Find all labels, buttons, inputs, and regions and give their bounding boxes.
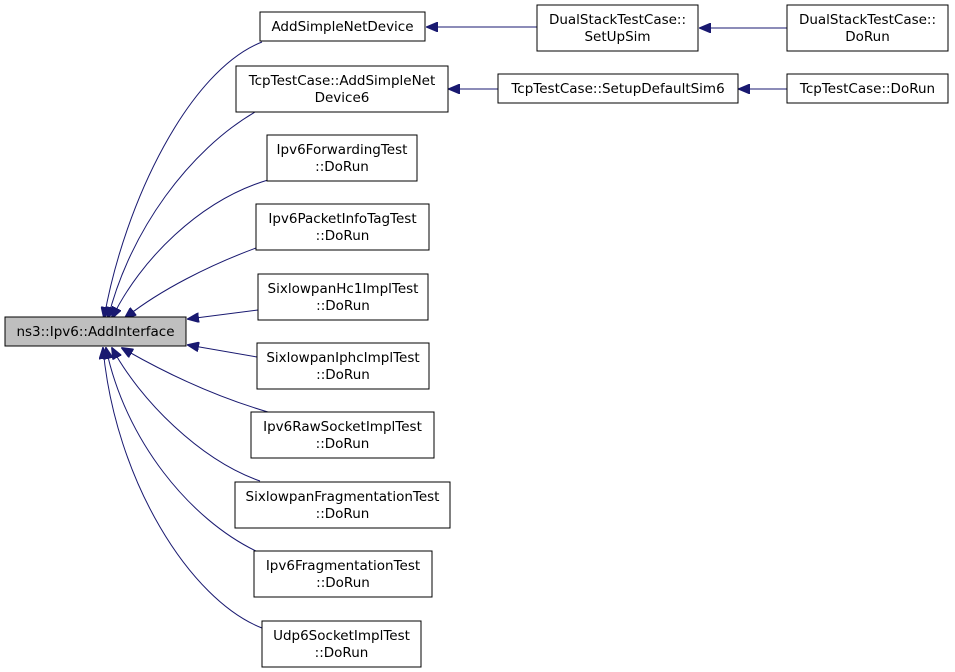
node-label: ::DoRun bbox=[315, 645, 369, 661]
edge-ipv6-forwarding-to-root bbox=[112, 179, 269, 318]
node-tcp-dorun[interactable]: TcpTestCase::DoRun bbox=[786, 73, 949, 104]
node-label: Udp6SocketImplTest bbox=[273, 628, 410, 644]
node-label: DualStackTestCase:: bbox=[549, 12, 686, 28]
node-label: SixlowpanFragmentationTest bbox=[246, 489, 440, 505]
node-ipv6-rawsocket[interactable]: Ipv6RawSocketImplTest::DoRun bbox=[250, 411, 435, 459]
edge-ipv6-rawsocket-to-root bbox=[122, 348, 269, 413]
node-label: AddSimpleNetDevice bbox=[271, 19, 413, 35]
node-label: DoRun bbox=[845, 29, 890, 45]
edge-tcp-add-to-root bbox=[108, 111, 256, 318]
edge-udp6-socket-to-root bbox=[103, 348, 263, 629]
node-ipv6-packetinfo[interactable]: Ipv6PacketInfoTagTest::DoRun bbox=[255, 203, 430, 251]
node-label: SixlowpanIphcImplTest bbox=[266, 350, 419, 366]
node-label: ::DoRun bbox=[316, 575, 370, 591]
node-label: SetUpSim bbox=[584, 29, 650, 45]
edge-sixlowpan-iphc-to-root bbox=[188, 345, 258, 358]
edge-ipv6-frag-to-root bbox=[106, 348, 259, 553]
node-sixlowpan-frag[interactable]: SixlowpanFragmentationTest::DoRun bbox=[234, 481, 451, 529]
node-ipv6-frag[interactable]: Ipv6FragmentationTest::DoRun bbox=[253, 550, 433, 598]
edge-ipv6-packetinfo-to-root bbox=[125, 247, 257, 318]
node-label: ::DoRun bbox=[316, 506, 370, 522]
node-label: TcpTestCase::AddSimpleNet bbox=[248, 73, 436, 89]
node-tcp-setup[interactable]: TcpTestCase::SetupDefaultSim6 bbox=[497, 73, 739, 104]
node-label: ::DoRun bbox=[316, 298, 370, 314]
node-add-simple-net-device[interactable]: AddSimpleNetDevice bbox=[259, 11, 426, 42]
node-ipv6-forwarding[interactable]: Ipv6ForwardingTest::DoRun bbox=[266, 134, 418, 182]
edges bbox=[103, 27, 787, 629]
edge-add-simple-net-device-to-root bbox=[104, 41, 263, 318]
node-label: TcpTestCase::DoRun bbox=[799, 81, 935, 97]
node-label: SixlowpanHc1ImplTest bbox=[268, 281, 419, 297]
node-root[interactable]: ns3::Ipv6::AddInterface bbox=[4, 316, 187, 347]
node-sixlowpan-hc1[interactable]: SixlowpanHc1ImplTest::DoRun bbox=[257, 273, 429, 321]
edge-sixlowpan-frag-to-root bbox=[112, 348, 261, 482]
node-label: Ipv6ForwardingTest bbox=[277, 142, 408, 158]
node-label: ns3::Ipv6::AddInterface bbox=[16, 324, 174, 340]
node-label: DualStackTestCase:: bbox=[799, 12, 936, 28]
node-label: Ipv6FragmentationTest bbox=[266, 558, 420, 574]
node-label: ::DoRun bbox=[315, 159, 369, 175]
node-label: Device6 bbox=[315, 90, 370, 106]
node-udp6-socket[interactable]: Udp6SocketImplTest::DoRun bbox=[261, 620, 422, 668]
node-dual-setup[interactable]: DualStackTestCase::SetUpSim bbox=[536, 4, 699, 52]
node-label: Ipv6RawSocketImplTest bbox=[263, 419, 422, 435]
node-label: TcpTestCase::SetupDefaultSim6 bbox=[510, 81, 724, 97]
edge-sixlowpan-hc1-to-root bbox=[188, 309, 259, 319]
nodes: ns3::Ipv6::AddInterface AddSimpleNetDevi… bbox=[4, 4, 949, 668]
node-label: ::DoRun bbox=[316, 228, 370, 244]
node-label: ::DoRun bbox=[316, 436, 370, 452]
node-label: Ipv6PacketInfoTagTest bbox=[268, 211, 416, 227]
node-label: ::DoRun bbox=[316, 367, 370, 383]
node-sixlowpan-iphc[interactable]: SixlowpanIphcImplTest::DoRun bbox=[256, 342, 430, 390]
node-dual-dorun[interactable]: DualStackTestCase::DoRun bbox=[786, 4, 949, 52]
